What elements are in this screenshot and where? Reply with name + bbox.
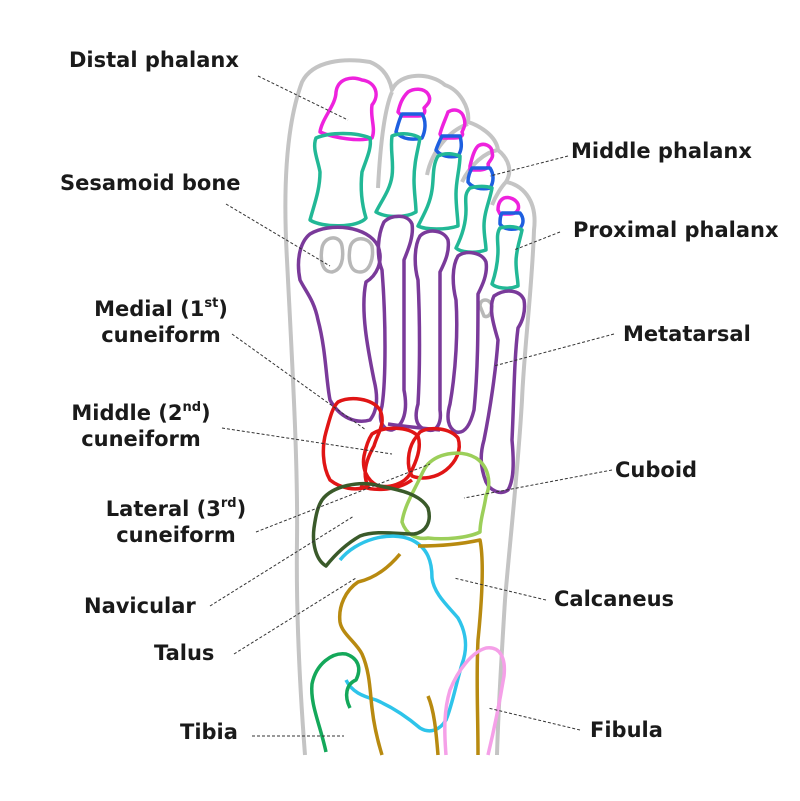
label-medial-cuneiform-line2: cuneiform [101,323,221,347]
label-medial-cuneiform-post: ) [218,297,228,321]
cuneiforms [321,396,461,492]
metatarsal-2 [376,214,415,432]
leader-navicular [209,515,355,607]
label-calcaneus: Calcaneus [554,587,675,611]
distal-phalanx-1 [318,76,378,142]
label-lateral-cuneiform-line2: cuneiform [116,523,236,547]
label-middle-cuneiform-post: ) [201,401,211,425]
proximal-phalanx-3 [416,151,462,231]
leader-proximal-phalanx [513,231,561,251]
leader-cuboid [463,469,613,499]
toe-gap-3 [460,148,499,183]
leader-middle-phalanx [489,155,569,177]
label-cuboid: Cuboid [615,458,698,482]
leader-metatarsal [493,333,615,367]
label-tibia: Tibia [180,720,238,744]
leader-distal-phalanx [257,75,349,121]
sesamoid-medial [319,236,345,274]
leader-calcaneus [453,577,547,601]
middle-cuneiform [361,426,422,489]
leader-talus [233,577,357,655]
label-navicular: Navicular [84,594,196,618]
label-talus: Talus [154,641,215,665]
toe-gap-1 [376,91,394,189]
toe-gap-4 [490,180,508,206]
label-lateral-cuneiform-sup: rd [220,496,237,511]
proximal-phalanx-1 [308,131,373,228]
label-lateral-cuneiform: Lateral (3rd) cuneiform [98,496,254,548]
lateral-cuneiform [406,426,461,480]
label-sesamoid-bone: Sesamoid bone [60,171,241,195]
fibula-bone [443,646,507,756]
label-metatarsal: Metatarsal [623,322,751,346]
distal-phalanx-2 [396,87,432,118]
label-medial-cuneiform-sup: st [204,296,219,311]
foot-outline [283,58,537,756]
label-middle-cuneiform-sup: nd [182,400,202,415]
proximal-phalanx-2 [374,132,422,219]
label-middle-cuneiform-line2: cuneiform [81,427,201,451]
talus-bone [338,534,468,733]
calcaneus-bone [337,538,484,756]
proximal-phalanx-4 [454,184,494,254]
label-medial-cuneiform-pre: Medial (1 [94,297,205,321]
label-lateral-cuneiform-post: ) [236,497,247,521]
label-proximal-phalanx: Proximal phalanx [573,218,779,242]
label-medial-cuneiform: Medial (1st) cuneiform [86,296,236,348]
label-middle-phalanx: Middle phalanx [571,139,752,163]
label-lateral-cuneiform-pre: Lateral (3 [105,497,221,521]
leader-sesamoid [225,203,331,267]
proximal-phalanges [308,131,524,290]
metatarsal-4 [446,250,489,435]
metatarsal-1 [296,225,382,423]
middle-phalanx-3 [434,134,464,159]
metatarsals [296,214,527,495]
tibia-bone [310,652,361,753]
label-middle-cuneiform-pre: Middle (2 [71,401,183,425]
proximal-phalanx-5 [490,224,524,290]
leader-medial-cuneiform [231,333,367,431]
navicular-bone [311,481,431,568]
label-middle-cuneiform: Middle (2nd) cuneiform [62,400,220,452]
middle-phalanx-2 [394,112,427,141]
leader-middle-cuneiform [221,427,393,455]
leader-lateral-cuneiform [255,463,431,533]
leader-lines [209,75,615,737]
cuboid-bone [400,451,491,541]
leader-fibula [487,707,581,731]
sesamoid-lateral [347,237,375,274]
middle-phalanx-5 [498,211,525,231]
metatarsal-3 [413,229,451,433]
label-distal-phalanx: Distal phalanx [69,48,239,72]
label-fibula: Fibula [590,718,663,742]
medial-cuneiform [321,396,384,491]
